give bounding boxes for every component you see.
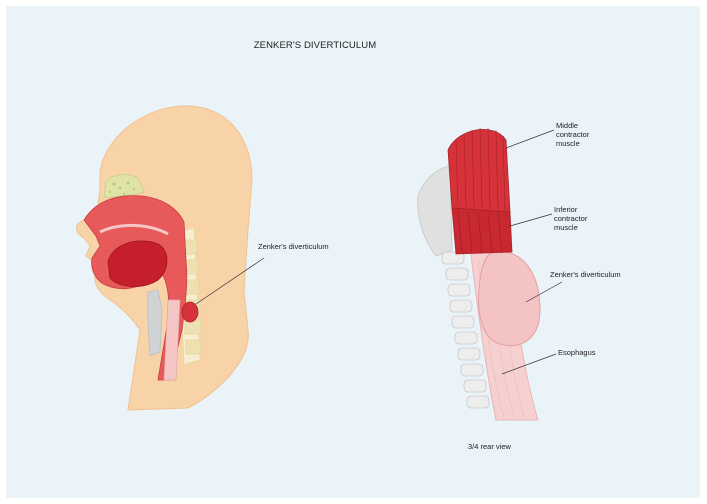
inferior-contractor-muscle	[452, 208, 512, 254]
middle-contractor-muscle-label: Middle contractor muscle	[556, 121, 589, 148]
diverticulum-rear	[479, 252, 540, 346]
posterior-cartilage	[418, 166, 452, 256]
inferior-muscle-label-line-3: muscle	[554, 223, 587, 232]
rear-view-caption: 3/4 rear view	[468, 442, 511, 451]
side-view-diverticulum-label: Zenker's diverticulum	[258, 242, 329, 251]
rear-view-diverticulum-label: Zenker's diverticulum	[550, 270, 621, 279]
larynx	[148, 290, 162, 356]
middle-contractor-muscle	[448, 129, 510, 212]
head-side-view	[77, 106, 265, 410]
middle-muscle-label-line-1: Middle	[556, 121, 589, 130]
middle-muscle-pointer-line	[506, 130, 554, 148]
rear-view	[418, 128, 562, 420]
inferior-contractor-muscle-label: Inferior contractor muscle	[554, 205, 587, 232]
diverticulum-side	[182, 302, 198, 322]
esophagus-label: Esophagus	[558, 348, 596, 357]
inferior-muscle-pointer-line	[510, 214, 552, 226]
inferior-muscle-label-line-1: Inferior	[554, 205, 587, 214]
inferior-muscle-label-line-2: contractor	[554, 214, 587, 223]
middle-muscle-label-line-3: muscle	[556, 139, 589, 148]
middle-muscle-label-line-2: contractor	[556, 130, 589, 139]
